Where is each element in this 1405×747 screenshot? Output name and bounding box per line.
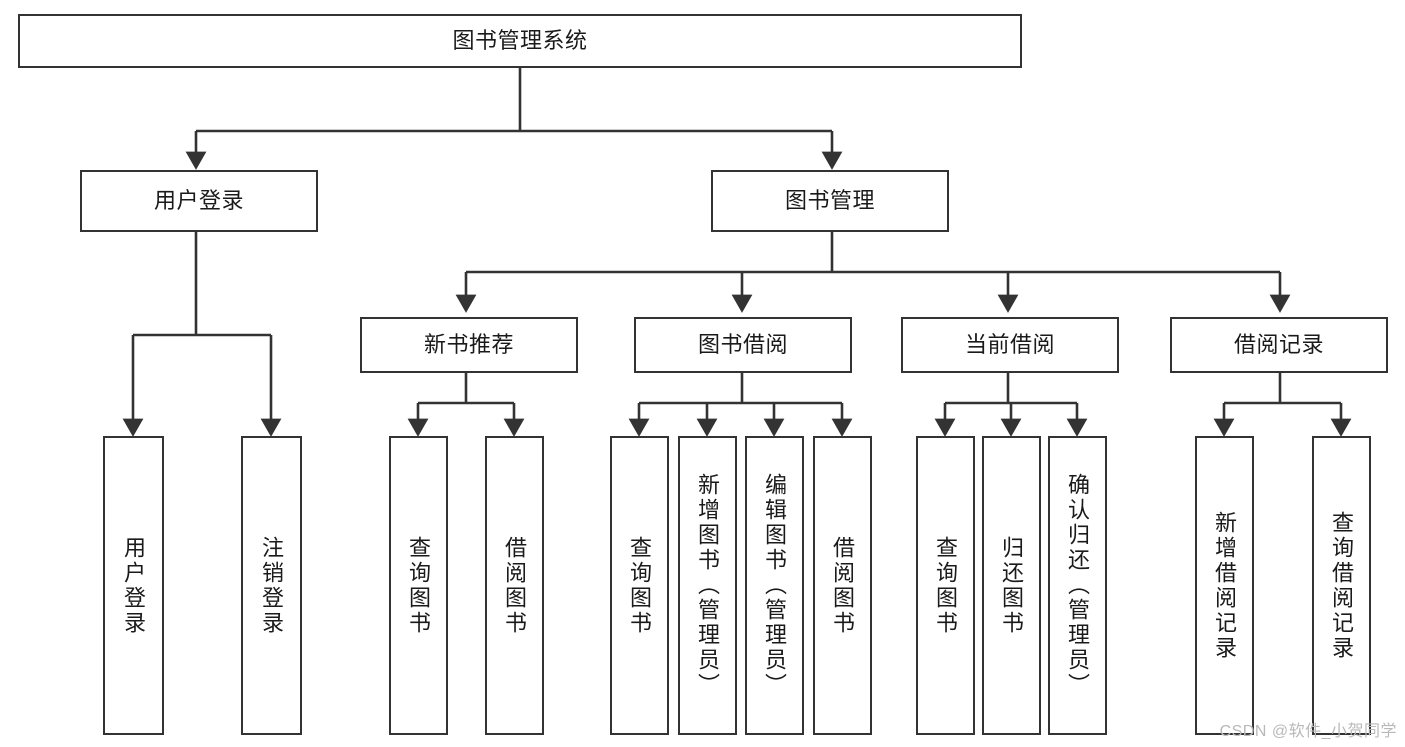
leaf-book-borrow-add[interactable]: 新增图书（管理员） [678,436,737,735]
watermark-text: CSDN @软件_小贺同学 [1219,723,1397,740]
leaf-label: 注销登录 [259,535,285,636]
leaf-label: 查询图书 [406,535,432,636]
leaf-current-borrow-return[interactable]: 归还图书 [982,436,1041,735]
leaf-label: 用户登录 [121,535,147,636]
leaf-label: 查询图书 [627,535,653,636]
node-root[interactable]: 图书管理系统 [18,14,1022,68]
node-new-book-recommend[interactable]: 新书推荐 [360,317,578,373]
leaf-label: 归还图书 [999,535,1025,636]
leaf-label: 新增图书（管理员） [695,473,721,698]
leaf-user-login-login[interactable]: 用户登录 [103,436,164,735]
node-user-login-label: 用户登录 [153,188,244,214]
leaf-label: 新增借阅记录 [1212,510,1238,661]
leaf-book-borrow-edit[interactable]: 编辑图书（管理员） [745,436,804,735]
leaf-user-login-logout[interactable]: 注销登录 [241,436,302,735]
leaf-label: 编辑图书（管理员） [762,473,788,698]
leaf-borrow-record-query[interactable]: 查询借阅记录 [1312,436,1371,735]
node-root-label: 图书管理系统 [452,28,588,54]
leaf-book-borrow-borrow[interactable]: 借阅图书 [813,436,872,735]
node-user-login[interactable]: 用户登录 [80,170,318,232]
node-new-book-recommend-label: 新书推荐 [423,332,514,358]
leaf-book-borrow-query[interactable]: 查询图书 [610,436,669,735]
node-book-management[interactable]: 图书管理 [711,170,949,232]
leaf-current-borrow-confirm[interactable]: 确认归还（管理员） [1048,436,1107,735]
leaf-borrow-record-add[interactable]: 新增借阅记录 [1195,436,1254,735]
node-borrow-record-label: 借阅记录 [1233,332,1324,358]
leaf-label: 查询图书 [933,535,959,636]
leaf-label: 借阅图书 [830,535,856,636]
leaf-new-book-borrow[interactable]: 借阅图书 [485,436,544,735]
node-current-borrow[interactable]: 当前借阅 [901,317,1119,373]
node-book-management-label: 图书管理 [784,188,875,214]
node-book-borrow-label: 图书借阅 [697,332,788,358]
node-current-borrow-label: 当前借阅 [964,332,1055,358]
node-book-borrow[interactable]: 图书借阅 [634,317,852,373]
leaf-label: 确认归还（管理员） [1065,473,1091,698]
leaf-label: 查询借阅记录 [1329,510,1355,661]
leaf-new-book-query[interactable]: 查询图书 [389,436,448,735]
node-borrow-record[interactable]: 借阅记录 [1170,317,1388,373]
leaf-label: 借阅图书 [502,535,528,636]
leaf-current-borrow-query[interactable]: 查询图书 [916,436,975,735]
